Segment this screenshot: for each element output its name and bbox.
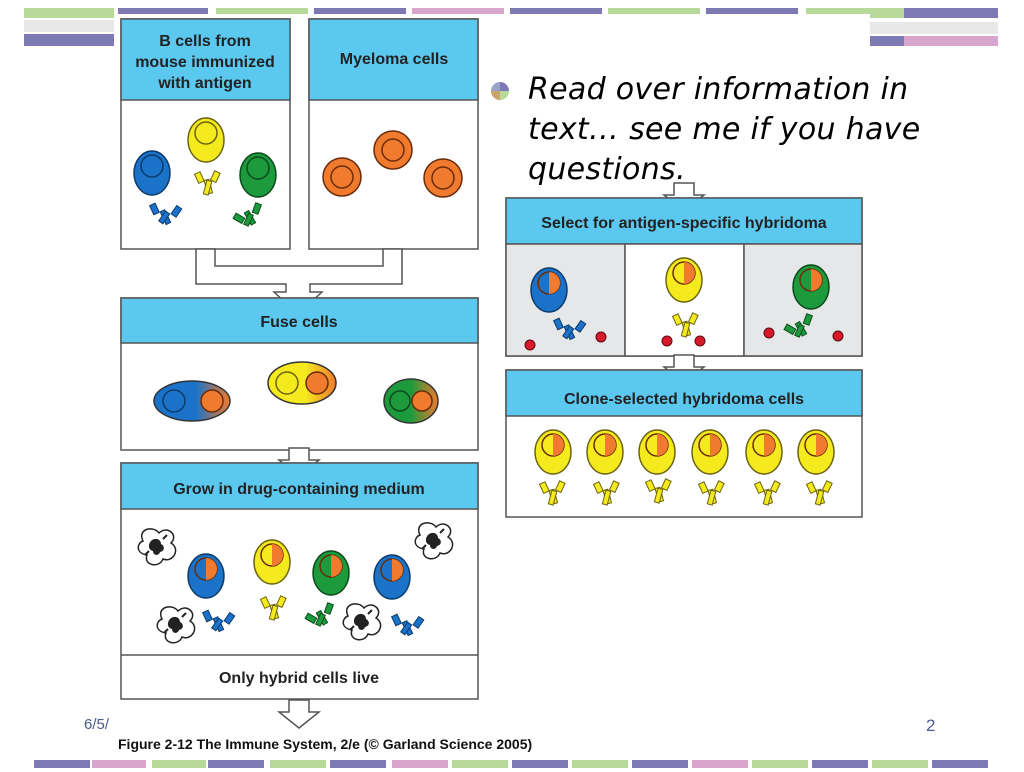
- antigen-dot: [524, 339, 536, 351]
- myeloma-header: Myeloma cells: [340, 51, 449, 68]
- clone-hybridoma: [638, 429, 676, 475]
- b-cells-header-line-1: B cells from: [159, 33, 251, 50]
- myeloma-cell: [373, 130, 413, 170]
- page-number: 2: [926, 716, 936, 735]
- myeloma-cell: [423, 158, 463, 198]
- antigen-dot: [763, 327, 775, 339]
- b-cells-header-line-3: with antigen: [157, 75, 251, 92]
- select-header: Select for antigen-specific hybridoma: [541, 215, 827, 232]
- hybridoma-yellow: [253, 539, 291, 585]
- arrow-down-out: [278, 699, 320, 729]
- select-panel: Select for antigen-specific hybridoma: [505, 197, 863, 357]
- myeloma-panel: Myeloma cells: [308, 18, 479, 250]
- figure-caption: Figure 2-12 The Immune System, 2/e (© Ga…: [118, 736, 533, 752]
- bullet-icon: [489, 80, 511, 102]
- hybridoma-blue: [530, 267, 568, 313]
- grow-header: Grow in drug-containing medium: [173, 481, 425, 498]
- antigen-dot-bound: [661, 335, 673, 347]
- bullet-text: Read over information in text… see me if…: [528, 72, 921, 187]
- footer-date: 6/5/: [84, 716, 110, 733]
- fused-cell-green-orange: [383, 378, 439, 424]
- b-cells-panel: B cells from mouse immunized with antige…: [120, 18, 291, 250]
- clone-hybridoma: [534, 429, 572, 475]
- b-cell-green: [239, 152, 277, 198]
- fused-cell-blue-orange: [153, 380, 231, 422]
- fuse-header: Fuse cells: [260, 314, 337, 331]
- fused-cell-yellow-orange: [267, 361, 337, 405]
- clone-panel: Clone-selected hybridoma cells: [505, 369, 863, 518]
- hybridoma-green: [312, 550, 350, 596]
- antigen-dot: [832, 330, 844, 342]
- top-decoration-band: [0, 8, 1024, 48]
- fuse-panel: Fuse cells: [120, 297, 479, 451]
- b-cell-yellow: [187, 117, 225, 163]
- clone-hybridoma: [745, 429, 783, 475]
- hybridoma-green: [792, 264, 830, 310]
- bottom-decoration-band: [0, 760, 1024, 768]
- clone-hybridoma: [586, 429, 624, 475]
- b-cells-header-line-2: mouse immunized: [135, 54, 275, 71]
- b-cell-blue: [133, 150, 171, 196]
- hybridoma-blue: [187, 553, 225, 599]
- myeloma-cell: [322, 157, 362, 197]
- merge-connector: [195, 248, 403, 316]
- antigen-dot: [595, 331, 607, 343]
- clone-hybridoma: [691, 429, 729, 475]
- grow-panel: Grow in drug-containing medium Only hybr…: [120, 462, 479, 700]
- antigen-dot-bound: [694, 335, 706, 347]
- clone-header: Clone-selected hybridoma cells: [564, 391, 804, 408]
- clone-hybridoma: [797, 429, 835, 475]
- hybridoma-yellow: [665, 257, 703, 303]
- hybridoma-blue: [373, 554, 411, 600]
- only-hybrid-footer: Only hybrid cells live: [219, 670, 379, 687]
